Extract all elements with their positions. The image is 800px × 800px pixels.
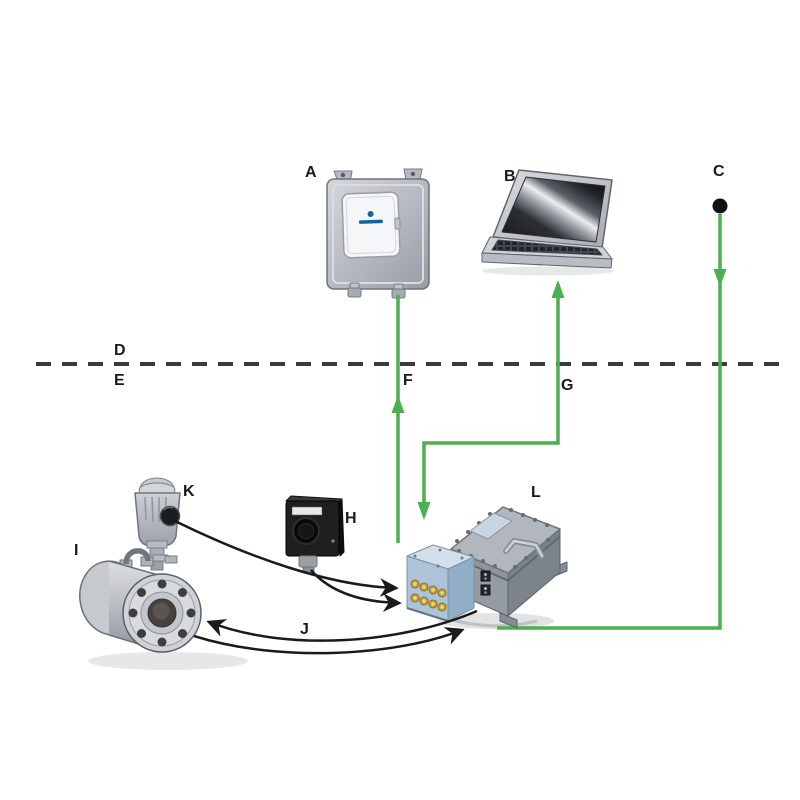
meter-lifting-clamp <box>123 548 151 565</box>
device-h-sensor <box>285 495 345 574</box>
green-connection-lines <box>396 214 722 630</box>
label-g: G <box>561 377 574 394</box>
meter-flange-bolts <box>128 579 196 647</box>
device-k-transmitter <box>134 477 181 571</box>
terminal-box <box>406 544 475 622</box>
device-i-flow-meter <box>79 548 202 653</box>
black-signal-arrows <box>172 518 478 655</box>
arrow-l-to-i <box>206 609 478 642</box>
arrow-h-to-l <box>310 569 402 612</box>
arrowhead-f-up <box>391 395 405 413</box>
label-a: A <box>305 164 317 181</box>
green-arrowheads <box>391 269 727 520</box>
arrowhead-g-up <box>551 280 565 298</box>
label-f: F <box>403 372 413 389</box>
arrowhead-g-down <box>417 502 431 520</box>
device-l-flow-computer <box>406 506 568 629</box>
device-a-enclosure <box>326 168 430 299</box>
device-b-laptop <box>481 169 614 276</box>
label-d: D <box>114 342 126 359</box>
label-i: I <box>74 542 79 559</box>
arrow-k-to-l <box>172 518 399 597</box>
connection-g-line <box>422 284 560 516</box>
label-e: E <box>114 372 125 389</box>
brass-terminals <box>410 579 447 612</box>
label-j: J <box>300 621 309 638</box>
lid-plate <box>469 512 513 540</box>
label-k: K <box>183 483 195 500</box>
label-h: H <box>345 510 357 527</box>
connection-c-line <box>497 214 722 630</box>
label-c: C <box>713 163 725 180</box>
sensor-label-strip <box>291 506 323 516</box>
laptop-screen <box>501 176 606 243</box>
arrow-i-to-l <box>193 627 465 655</box>
laptop-keyboard <box>491 239 603 256</box>
label-l: L <box>531 484 541 501</box>
device-c-node-dot <box>712 198 728 214</box>
emerson-logo-icon <box>358 211 383 224</box>
label-b: B <box>504 168 516 185</box>
flow-meter-shadow <box>88 652 248 670</box>
arrowhead-c-down <box>713 269 727 287</box>
